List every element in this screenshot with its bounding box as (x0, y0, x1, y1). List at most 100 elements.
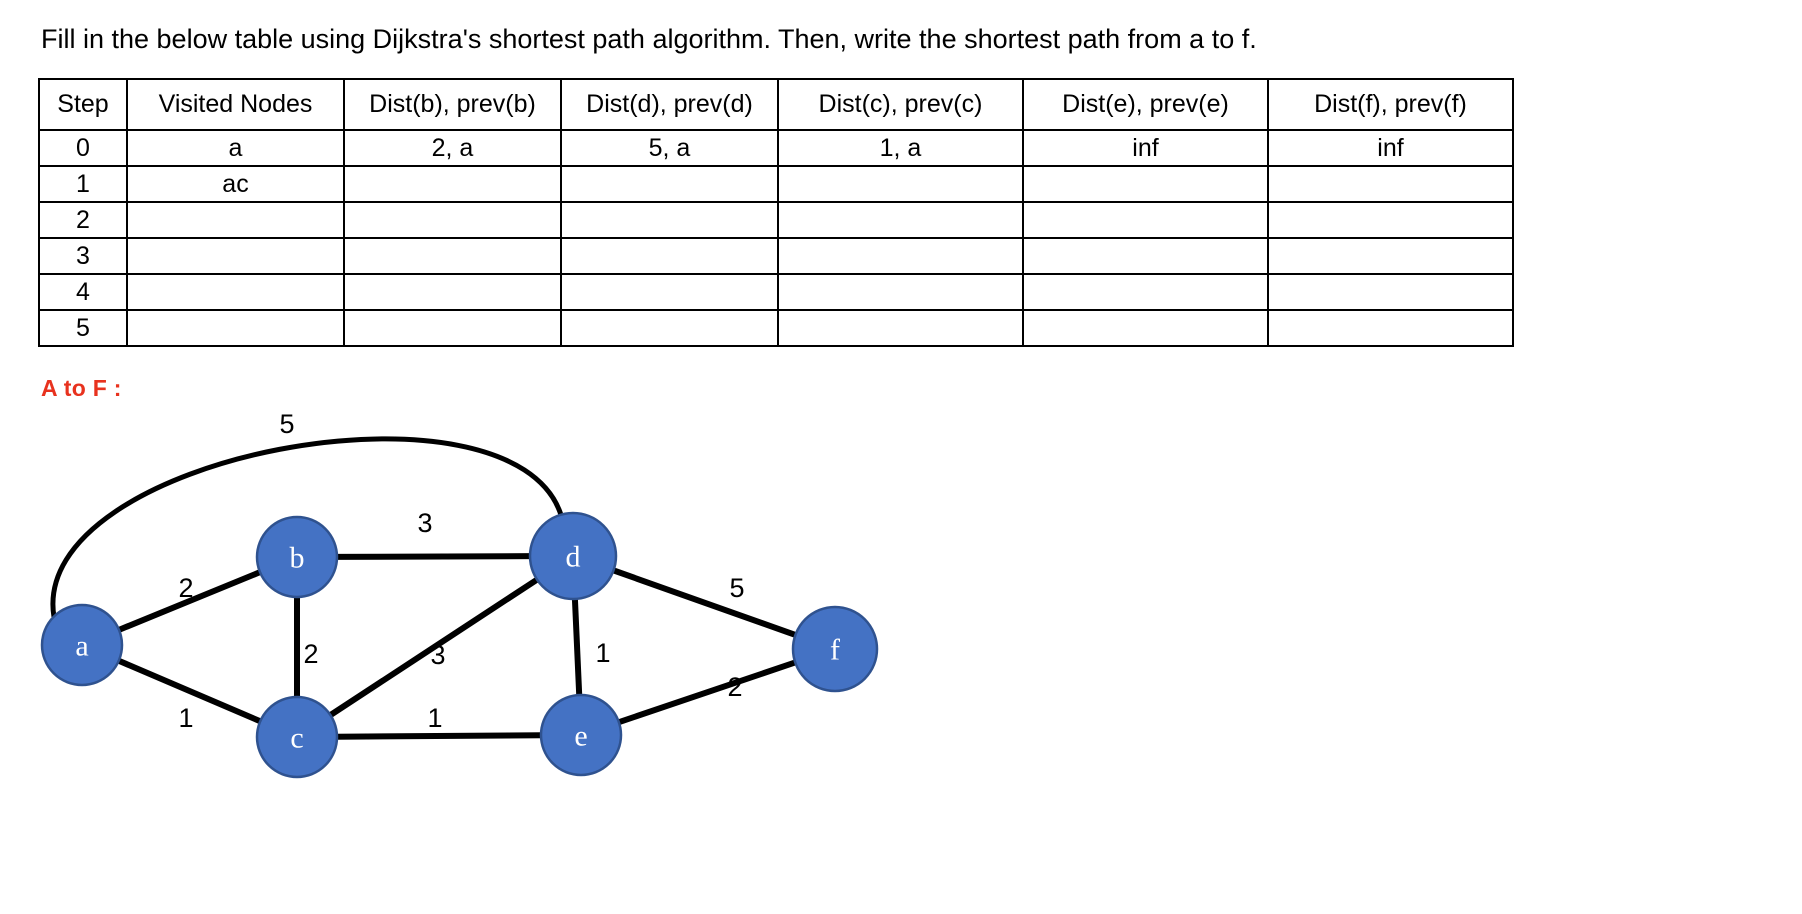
table-row: 2 (38, 201, 1514, 239)
edge-c-e (333, 732, 545, 740)
node-label-d: d (566, 541, 581, 574)
cell-dist-c[interactable] (777, 273, 1024, 311)
cell-visited[interactable] (126, 273, 345, 311)
cell-visited[interactable]: a (126, 129, 345, 167)
nodes-group: a b c d e f (40, 511, 879, 779)
cell-dist-d[interactable] (560, 273, 779, 311)
cell-dist-c[interactable] (777, 237, 1024, 275)
edge-weight-d-e: 1 (595, 638, 610, 668)
edge-weight-b-d: 3 (417, 508, 432, 538)
cell-dist-f[interactable] (1267, 273, 1514, 311)
cell-dist-b[interactable] (343, 273, 562, 311)
cell-dist-f[interactable] (1267, 201, 1514, 239)
cell-dist-f[interactable] (1267, 309, 1514, 347)
table-header-row: Step Visited Nodes Dist(b), prev(b) Dist… (38, 78, 1514, 131)
answer-prompt-label: A to F : (41, 375, 122, 401)
table-row: 1 ac (38, 165, 1514, 203)
edge-weight-a-d: 5 (279, 409, 294, 439)
node-circle-b (255, 515, 339, 599)
cell-dist-b[interactable] (343, 237, 562, 275)
graph-node-d[interactable]: d (528, 511, 618, 601)
graph-node-c[interactable]: c (255, 695, 339, 779)
cell-dist-f[interactable] (1267, 237, 1514, 275)
cell-dist-e[interactable] (1022, 309, 1269, 347)
cell-dist-e[interactable] (1022, 237, 1269, 275)
page-title: Fill in the below table using Dijkstra's… (41, 24, 1257, 54)
graph-node-e[interactable]: e (539, 693, 623, 777)
edge-weight-b-c: 2 (303, 639, 318, 669)
edge-weight-c-e: 1 (427, 703, 442, 733)
column-header-visited: Visited Nodes (126, 78, 345, 131)
edge-weight-a-b: 2 (178, 573, 193, 603)
cell-dist-c[interactable] (777, 165, 1024, 203)
table-row: 3 (38, 237, 1514, 275)
cell-step: 5 (38, 309, 128, 347)
edge-a-b (116, 569, 263, 633)
node-circle-a (40, 603, 124, 687)
cell-step: 1 (38, 165, 128, 203)
cell-dist-e[interactable] (1022, 165, 1269, 203)
cell-dist-b[interactable]: 2, a (343, 129, 562, 167)
cell-dist-b[interactable] (343, 201, 562, 239)
edge-weight-a-c: 1 (178, 703, 193, 733)
edge-d-e (571, 595, 583, 699)
cell-dist-f[interactable] (1267, 165, 1514, 203)
cell-dist-c[interactable]: 1, a (777, 129, 1024, 167)
table-row: 4 (38, 273, 1514, 311)
graph-node-a[interactable]: a (40, 603, 124, 687)
node-label-a: a (75, 630, 88, 663)
cell-visited[interactable] (126, 237, 345, 275)
node-circle-e (539, 693, 623, 777)
column-header-step: Step (38, 78, 128, 131)
cell-dist-e[interactable]: inf (1022, 129, 1269, 167)
cell-dist-d[interactable] (560, 237, 779, 275)
node-circle-f (791, 605, 879, 693)
edge-c-d (327, 576, 541, 719)
cell-step: 3 (38, 237, 128, 275)
cell-dist-d[interactable] (560, 309, 779, 347)
cell-dist-c[interactable] (777, 309, 1024, 347)
graph-node-f[interactable]: f (791, 605, 879, 693)
edges-group (50, 436, 799, 740)
edge-b-d (333, 553, 534, 560)
node-circle-c (255, 695, 339, 779)
cell-dist-d[interactable] (560, 165, 779, 203)
node-label-e: e (574, 720, 587, 753)
node-label-b: b (290, 542, 305, 575)
edge-weight-e-f: 2 (727, 672, 742, 702)
table-row: 5 (38, 309, 1514, 347)
node-circle-d (528, 511, 618, 601)
edge-d-f (610, 567, 799, 638)
column-header-dist-f: Dist(f), prev(f) (1267, 78, 1514, 131)
edge-e-f (615, 659, 799, 726)
dijkstra-table: Step Visited Nodes Dist(b), prev(b) Dist… (38, 78, 1514, 347)
edge-a-d (50, 436, 564, 618)
cell-dist-b[interactable] (343, 309, 562, 347)
cell-step: 0 (38, 129, 128, 167)
column-header-dist-d: Dist(d), prev(d) (560, 78, 779, 131)
cell-step: 2 (38, 201, 128, 239)
cell-visited[interactable] (126, 309, 345, 347)
cell-visited[interactable] (126, 201, 345, 239)
graph-node-b[interactable]: b (255, 515, 339, 599)
cell-dist-e[interactable] (1022, 201, 1269, 239)
column-header-dist-c: Dist(c), prev(c) (777, 78, 1024, 131)
edge-a-c (115, 657, 264, 725)
node-label-f: f (830, 634, 840, 667)
cell-dist-e[interactable] (1022, 273, 1269, 311)
node-label-c: c (290, 722, 303, 755)
cell-visited[interactable]: ac (126, 165, 345, 203)
edge-weight-d-f: 5 (729, 573, 744, 603)
cell-dist-c[interactable] (777, 201, 1024, 239)
cell-dist-d[interactable] (560, 201, 779, 239)
cell-step: 4 (38, 273, 128, 311)
cell-dist-b[interactable] (343, 165, 562, 203)
table-row: 0 a 2, a 5, a 1, a inf inf (38, 129, 1514, 167)
cell-dist-f[interactable]: inf (1267, 129, 1514, 167)
column-header-dist-e: Dist(e), prev(e) (1022, 78, 1269, 131)
column-header-dist-b: Dist(b), prev(b) (343, 78, 562, 131)
cell-dist-d[interactable]: 5, a (560, 129, 779, 167)
